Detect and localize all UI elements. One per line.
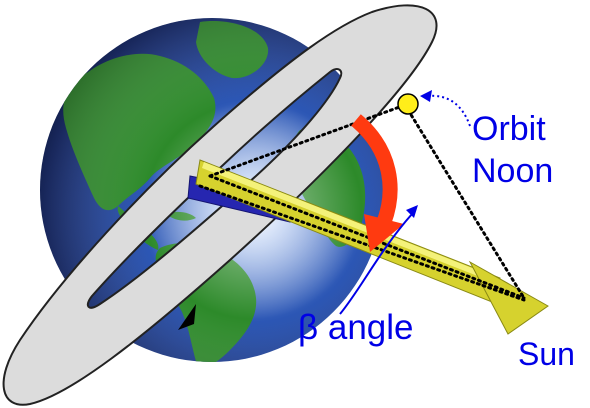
triangle-arrow-icon bbox=[178, 304, 196, 330]
dotted-lines bbox=[198, 103, 526, 302]
beta-angle-label: β angle bbox=[298, 308, 414, 347]
sun-label: Sun bbox=[518, 336, 575, 372]
orbit-noon-point bbox=[397, 93, 419, 115]
orbit-label: Orbit bbox=[472, 110, 546, 148]
beta-leader-line bbox=[339, 213, 413, 315]
sun-direction-arrow bbox=[195, 159, 549, 335]
beta-angle-arrow bbox=[351, 114, 398, 225]
beta-arrow-head bbox=[364, 214, 404, 252]
orbit-noon-leader bbox=[425, 94, 471, 127]
noon-label: Noon bbox=[472, 152, 554, 190]
orbit-ring bbox=[2, 4, 438, 406]
